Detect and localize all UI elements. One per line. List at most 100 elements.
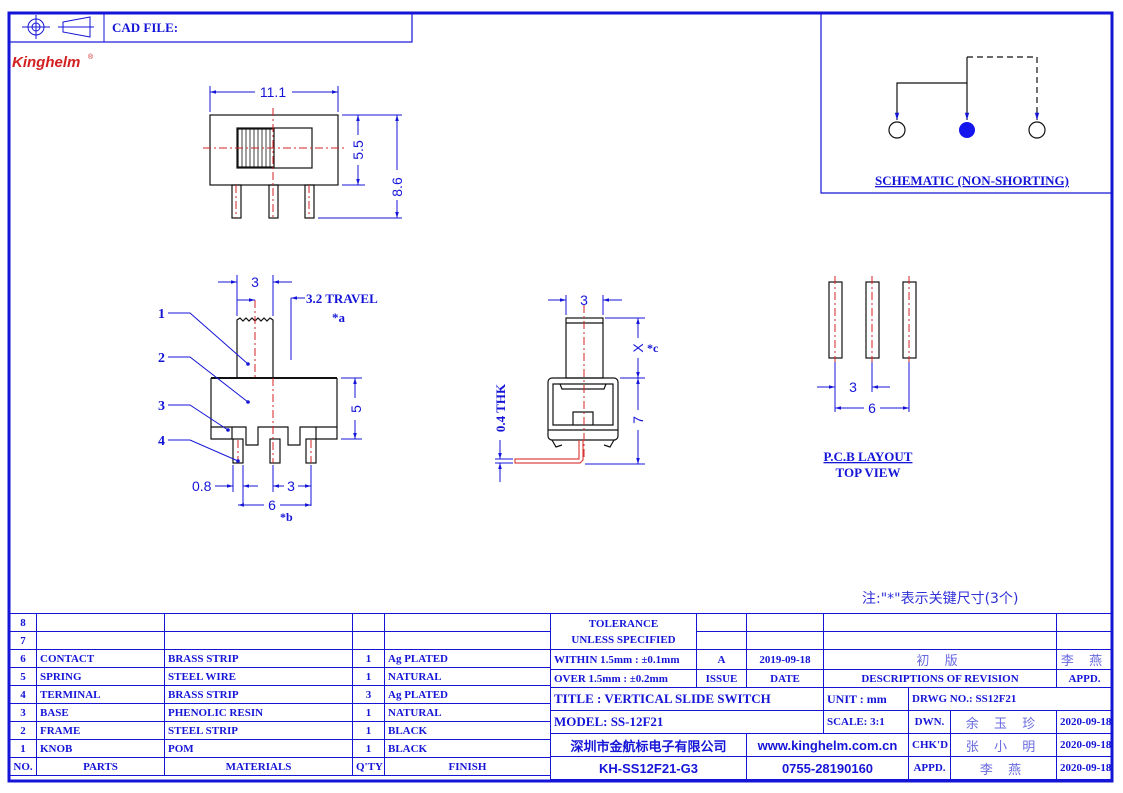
span-key-mark: *b bbox=[280, 510, 293, 524]
bom-cell-material: STEEL STRIP bbox=[164, 721, 353, 740]
bom-cell-qty bbox=[352, 613, 385, 632]
top-view: 11.1 5.5 8.6 bbox=[203, 84, 405, 219]
tolerance-line-1: TOLERANCE bbox=[588, 617, 659, 630]
pcb-layout-title: P.C.B LAYOUT bbox=[824, 449, 913, 464]
bom-header-row: NO. PARTS MATERIALS Q'TY FINISH bbox=[9, 757, 551, 776]
bom-cell-material: BRASS STRIP bbox=[164, 649, 353, 668]
bom-cell-material: POM bbox=[164, 739, 353, 758]
issue-date: 2019-09-18 bbox=[746, 649, 824, 670]
thickness-dimension: 0.4 THK bbox=[493, 383, 508, 432]
schematic-box: SCHEMATIC (NON-SHORTING) bbox=[820, 13, 1112, 194]
bom-cell-part: FRAME bbox=[36, 721, 165, 740]
bom-cell-no: 8 bbox=[9, 613, 37, 632]
bom-cell-qty: 1 bbox=[352, 667, 385, 686]
company-website: www.kinghelm.com.cn bbox=[746, 733, 909, 757]
revision-approver: 李 燕 bbox=[1056, 649, 1113, 670]
bom-cell-finish bbox=[384, 613, 551, 632]
pcb-pitch-dimension: 3 bbox=[849, 379, 857, 395]
pin-width-dimension: 0.8 bbox=[192, 478, 212, 494]
logo-registered-mark: ® bbox=[88, 53, 94, 61]
bom-cell-no: 4 bbox=[9, 685, 37, 704]
date-label: DATE bbox=[746, 669, 824, 688]
pcb-layout: 3 6 P.C.B LAYOUT TOP VIEW bbox=[817, 276, 917, 480]
part-number: KH-SS12F21-G3 bbox=[550, 756, 747, 780]
header-materials: MATERIALS bbox=[164, 757, 353, 776]
x-key-mark: *c bbox=[647, 341, 659, 355]
callout-2: 2 bbox=[158, 351, 165, 366]
callout-4: 4 bbox=[158, 434, 165, 449]
projection-symbol-icon bbox=[22, 15, 94, 39]
bom-cell-part: CONTACT bbox=[36, 649, 165, 668]
bom-cell-material: STEEL WIRE bbox=[164, 667, 353, 686]
scale: SCALE: 3:1 bbox=[823, 710, 909, 734]
company-name: 深圳市金航标电子有限公司 bbox=[550, 733, 747, 757]
bom-row: 8 bbox=[9, 613, 551, 632]
bom-cell-no: 6 bbox=[9, 649, 37, 668]
kinghelm-logo: Kinghelm bbox=[12, 54, 80, 71]
callout-1: 1 bbox=[158, 307, 165, 322]
key-dimension-note: 注:"*"表示关键尺寸(3个) bbox=[862, 591, 1018, 607]
bom-cell-no: 2 bbox=[9, 721, 37, 740]
pin-span-dimension: 6 bbox=[268, 497, 276, 513]
issue-label: ISSUE bbox=[696, 669, 747, 688]
checked-date: 2020-09-18 bbox=[1056, 733, 1113, 757]
bom-cell-material bbox=[164, 631, 353, 650]
appd-label: APPD. bbox=[1056, 669, 1113, 688]
drawn-by: 余 玉 珍 bbox=[950, 710, 1057, 734]
front-view: 3 X *c 7 0.4 THK bbox=[493, 292, 659, 482]
header-box bbox=[8, 12, 413, 43]
header-parts: PARTS bbox=[36, 757, 165, 776]
width-dimension: 11.1 bbox=[260, 84, 286, 100]
revision-description: 初 版 bbox=[823, 649, 1057, 670]
bom-cell-no: 7 bbox=[9, 631, 37, 650]
bom-cell-qty: 3 bbox=[352, 685, 385, 704]
bom-cell-material bbox=[164, 613, 353, 632]
bom-cell-part: SPRING bbox=[36, 667, 165, 686]
drawing-title: TITLE : VERTICAL SLIDE SWITCH bbox=[550, 687, 824, 711]
checked-label: CHK'D bbox=[908, 733, 951, 757]
callout-3: 3 bbox=[158, 399, 165, 414]
bom-cell-material: BRASS STRIP bbox=[164, 685, 353, 704]
drawing-border bbox=[7, 11, 1114, 783]
drawing-number: DRWG NO.: SS12F21 bbox=[908, 687, 1113, 711]
cad-file-label: CAD FILE: bbox=[112, 20, 178, 35]
issue-value: A bbox=[696, 649, 747, 670]
front-knob-dimension: 3 bbox=[580, 292, 588, 308]
travel-key-mark: *a bbox=[332, 310, 346, 325]
bom-cell-qty: 1 bbox=[352, 649, 385, 668]
bom-cell-finish: Ag PLATED bbox=[384, 649, 551, 668]
bom-cell-part: TERMINAL bbox=[36, 685, 165, 704]
bom-cell-part: BASE bbox=[36, 703, 165, 722]
bom-cell-qty: 1 bbox=[352, 739, 385, 758]
front-height-dimension: 7 bbox=[630, 416, 646, 424]
descriptions-label: DESCRIPTIONS OF REVISION bbox=[823, 669, 1057, 688]
side-view: 3 3.2 TRAVEL *a 5 1 2 3 4 0.8 3 6 *b bbox=[158, 274, 378, 524]
bom-cell-no: 5 bbox=[9, 667, 37, 686]
header-finish: FINISH bbox=[384, 757, 551, 776]
header-no: NO. bbox=[9, 757, 37, 776]
bom-cell-no: 3 bbox=[9, 703, 37, 722]
bom-cell-finish bbox=[384, 631, 551, 650]
height-dimension: 5.5 bbox=[350, 140, 366, 160]
bom-cell-part bbox=[36, 631, 165, 650]
bom-cell-part bbox=[36, 613, 165, 632]
bom-cell-finish: BLACK bbox=[384, 739, 551, 758]
bom-cell-finish: Ag PLATED bbox=[384, 685, 551, 704]
approved-by: 李 燕 bbox=[950, 756, 1057, 780]
bom-cell-qty: 1 bbox=[352, 721, 385, 740]
model: MODEL: SS-12F21 bbox=[550, 710, 824, 734]
bom-cell-finish: BLACK bbox=[384, 721, 551, 740]
bom-cell-qty bbox=[352, 631, 385, 650]
tolerance-within: WITHIN 1.5mm : ±0.1mm bbox=[550, 649, 697, 670]
bom-cell-material: PHENOLIC RESIN bbox=[164, 703, 353, 722]
schematic-label: SCHEMATIC (NON-SHORTING) bbox=[875, 173, 1069, 188]
checked-by: 张 小 明 bbox=[950, 733, 1057, 757]
bom-cell-no: 1 bbox=[9, 739, 37, 758]
